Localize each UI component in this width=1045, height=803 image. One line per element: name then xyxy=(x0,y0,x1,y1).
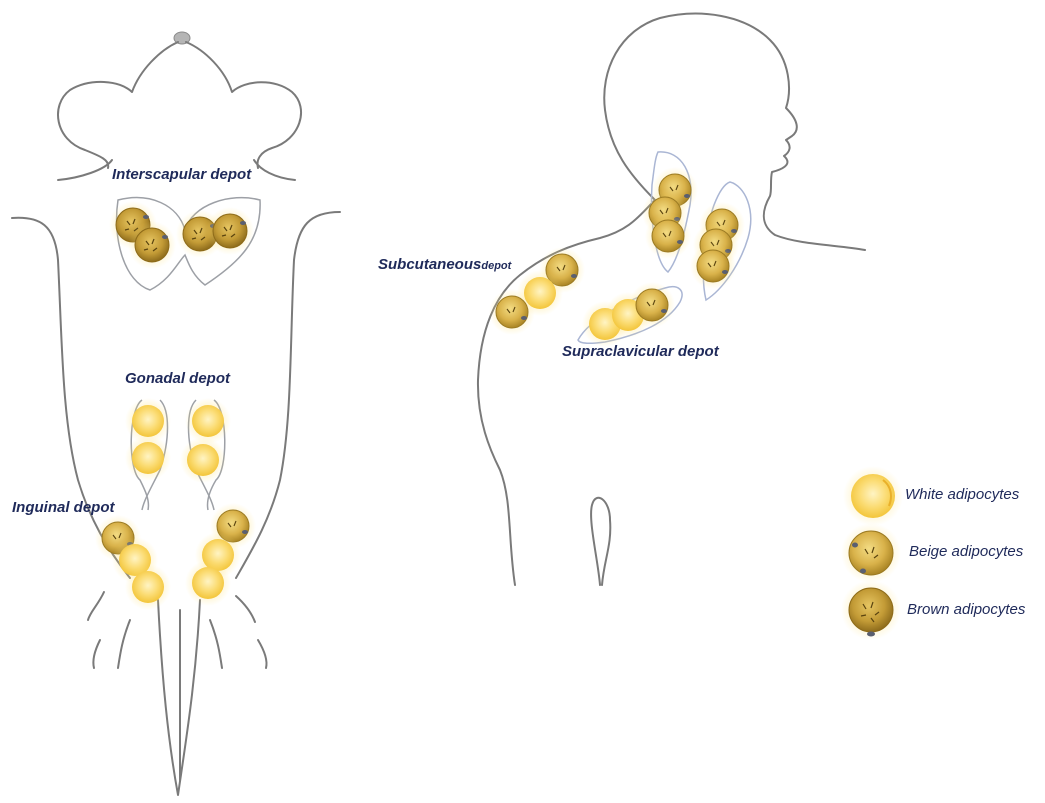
legend-white-icon xyxy=(843,466,903,526)
subcutaneous-label-main: Subcutaneous xyxy=(378,256,481,273)
legend-white-label: White adipocytes xyxy=(905,486,1019,503)
mouse-outline xyxy=(12,32,340,795)
interscapular-depot-label: Interscapular depot xyxy=(112,166,251,183)
legend-brown-label: Brown adipocytes xyxy=(907,601,1025,618)
legend-brown-icon xyxy=(841,580,901,640)
gonadal-depot-label: Gonadal depot xyxy=(125,370,230,387)
inguinal-depot-label: Inguinal depot xyxy=(12,499,115,516)
gonadal-cells xyxy=(125,398,231,483)
legend-beige-icon xyxy=(841,523,901,583)
human-cells xyxy=(489,167,745,347)
subcutaneous-label-small: depot xyxy=(481,260,511,272)
legend-icons xyxy=(841,466,903,640)
legend-beige-label: Beige adipocytes xyxy=(909,543,1023,560)
supraclavicular-depot-label: Supraclavicular depot xyxy=(562,343,719,360)
inguinal-cells xyxy=(95,503,256,610)
subcutaneous-depot-label: Subcutaneousdepot xyxy=(378,256,511,273)
